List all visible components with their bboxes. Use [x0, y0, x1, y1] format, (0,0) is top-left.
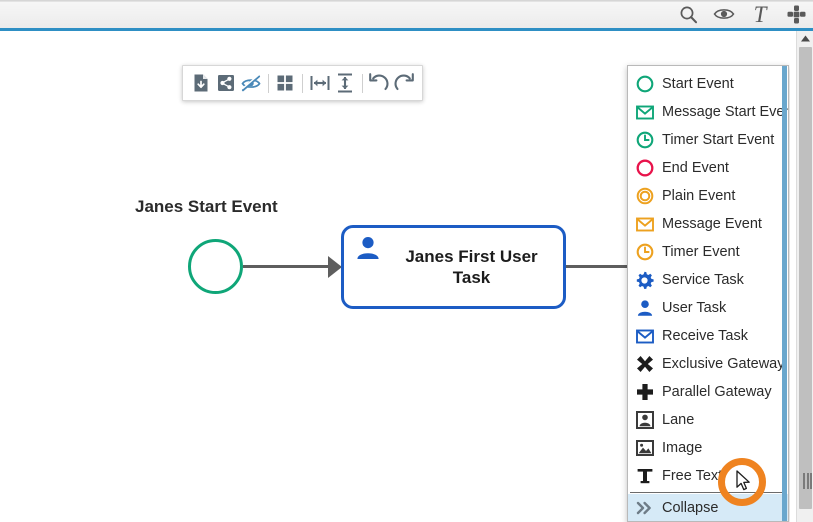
toolbar-divider [361, 73, 363, 93]
message-start-event-icon [634, 102, 655, 123]
receive-task-icon [634, 326, 655, 347]
palette-item-label: Image [662, 440, 703, 456]
eye-icon[interactable] [713, 3, 735, 25]
exclusive-gateway-icon [634, 354, 655, 375]
palette-item-service-task[interactable]: Service Task [628, 266, 788, 294]
image-icon [634, 438, 655, 459]
palette-item-timer-start-event[interactable]: Timer Start Event [628, 126, 788, 154]
sequence-flow-connector[interactable] [243, 265, 331, 268]
move-icon[interactable] [785, 3, 807, 25]
shape-palette-menu[interactable]: Start Event Message Start Event [627, 65, 789, 522]
palette-item-image[interactable]: Image [628, 434, 788, 462]
header-icon-group: T [677, 0, 807, 28]
message-event-icon [634, 214, 655, 235]
palette-item-label: Message Start Event [662, 104, 789, 120]
palette-divider [630, 492, 786, 493]
sequence-flow-connector-2[interactable] [566, 265, 628, 268]
plain-event-icon [634, 186, 655, 207]
palette-item-label: Parallel Gateway [662, 384, 772, 400]
scrollbar-thumb[interactable] [799, 47, 812, 509]
timer-start-event-icon [634, 130, 655, 151]
palette-item-lane[interactable]: Lane [628, 406, 788, 434]
start-event-node[interactable] [188, 239, 243, 294]
start-event-icon [634, 74, 655, 95]
hide-eye-slash-icon[interactable] [239, 70, 264, 96]
palette-item-label: Exclusive Gateway [662, 356, 785, 372]
element-toolbar [182, 65, 423, 101]
palette-item-list: Start Event Message Start Event [628, 66, 788, 521]
diagram-canvas[interactable]: Janes Start Event Janes First User Task [0, 34, 790, 522]
palette-item-receive-task[interactable]: Receive Task [628, 322, 788, 350]
distribute-vertical-icon[interactable] [332, 70, 357, 96]
header-top-shadow [0, 0, 813, 2]
toolbar-divider [302, 73, 303, 93]
canvas-vertical-scrollbar[interactable] [796, 31, 813, 522]
palette-item-free-text[interactable]: Free Text [628, 462, 788, 490]
user-task-icon [634, 298, 655, 319]
user-task-node[interactable]: Janes First User Task [341, 225, 566, 309]
palette-item-exclusive-gateway[interactable]: Exclusive Gateway [628, 350, 788, 378]
palette-item-plain-event[interactable]: Plain Event [628, 182, 788, 210]
palette-item-start-event[interactable]: Start Event [628, 70, 788, 98]
palette-item-label: Collapse [662, 500, 719, 516]
palette-item-label: User Task [662, 300, 727, 316]
top-header-bar: T [0, 0, 813, 31]
scroll-up-arrow-icon[interactable] [797, 31, 813, 45]
palette-item-label: Message Event [662, 216, 762, 232]
palette-item-label: Lane [662, 412, 695, 428]
start-event-label: Janes Start Event [135, 197, 278, 216]
user-task-person-icon [354, 234, 382, 262]
palette-item-label: Timer Event [662, 244, 740, 260]
palette-item-collapse[interactable]: Collapse [628, 494, 788, 521]
service-task-gear-icon [634, 270, 655, 291]
palette-item-label: Plain Event [662, 188, 736, 204]
search-icon[interactable] [677, 3, 699, 25]
palette-scrollbar-thumb[interactable] [782, 66, 787, 521]
palette-item-end-event[interactable]: End Event [628, 154, 788, 182]
lane-icon [634, 410, 655, 431]
palette-item-label: End Event [662, 160, 729, 176]
sequence-flow-arrowhead [328, 256, 342, 278]
palette-item-label: Service Task [662, 272, 744, 288]
palette-item-label: Timer Start Event [662, 132, 775, 148]
parallel-gateway-icon [634, 382, 655, 403]
palette-item-label: Receive Task [662, 328, 748, 344]
text-format-icon[interactable]: T [753, 1, 767, 27]
share-icon[interactable] [213, 70, 238, 96]
scrollbar-grip [803, 473, 812, 489]
palette-item-message-start-event[interactable]: Message Start Event [628, 98, 788, 126]
collapse-chevrons-icon [634, 498, 655, 519]
distribute-horizontal-icon[interactable] [307, 70, 332, 96]
timer-event-icon [634, 242, 655, 263]
toolbar-divider [267, 73, 269, 93]
palette-item-label: Start Event [662, 76, 734, 92]
undo-icon[interactable] [367, 70, 392, 96]
end-event-icon [634, 158, 655, 179]
palette-item-message-event[interactable]: Message Event [628, 210, 788, 238]
save-download-icon[interactable] [188, 70, 213, 96]
palette-item-label: Free Text [662, 468, 723, 484]
user-task-label: Janes First User Task [405, 246, 538, 287]
palette-item-parallel-gateway[interactable]: Parallel Gateway [628, 378, 788, 406]
palette-item-user-task[interactable]: User Task [628, 294, 788, 322]
grid-layout-icon[interactable] [273, 70, 298, 96]
redo-icon[interactable] [392, 70, 417, 96]
palette-item-timer-event[interactable]: Timer Event [628, 238, 788, 266]
free-text-icon [634, 466, 655, 487]
